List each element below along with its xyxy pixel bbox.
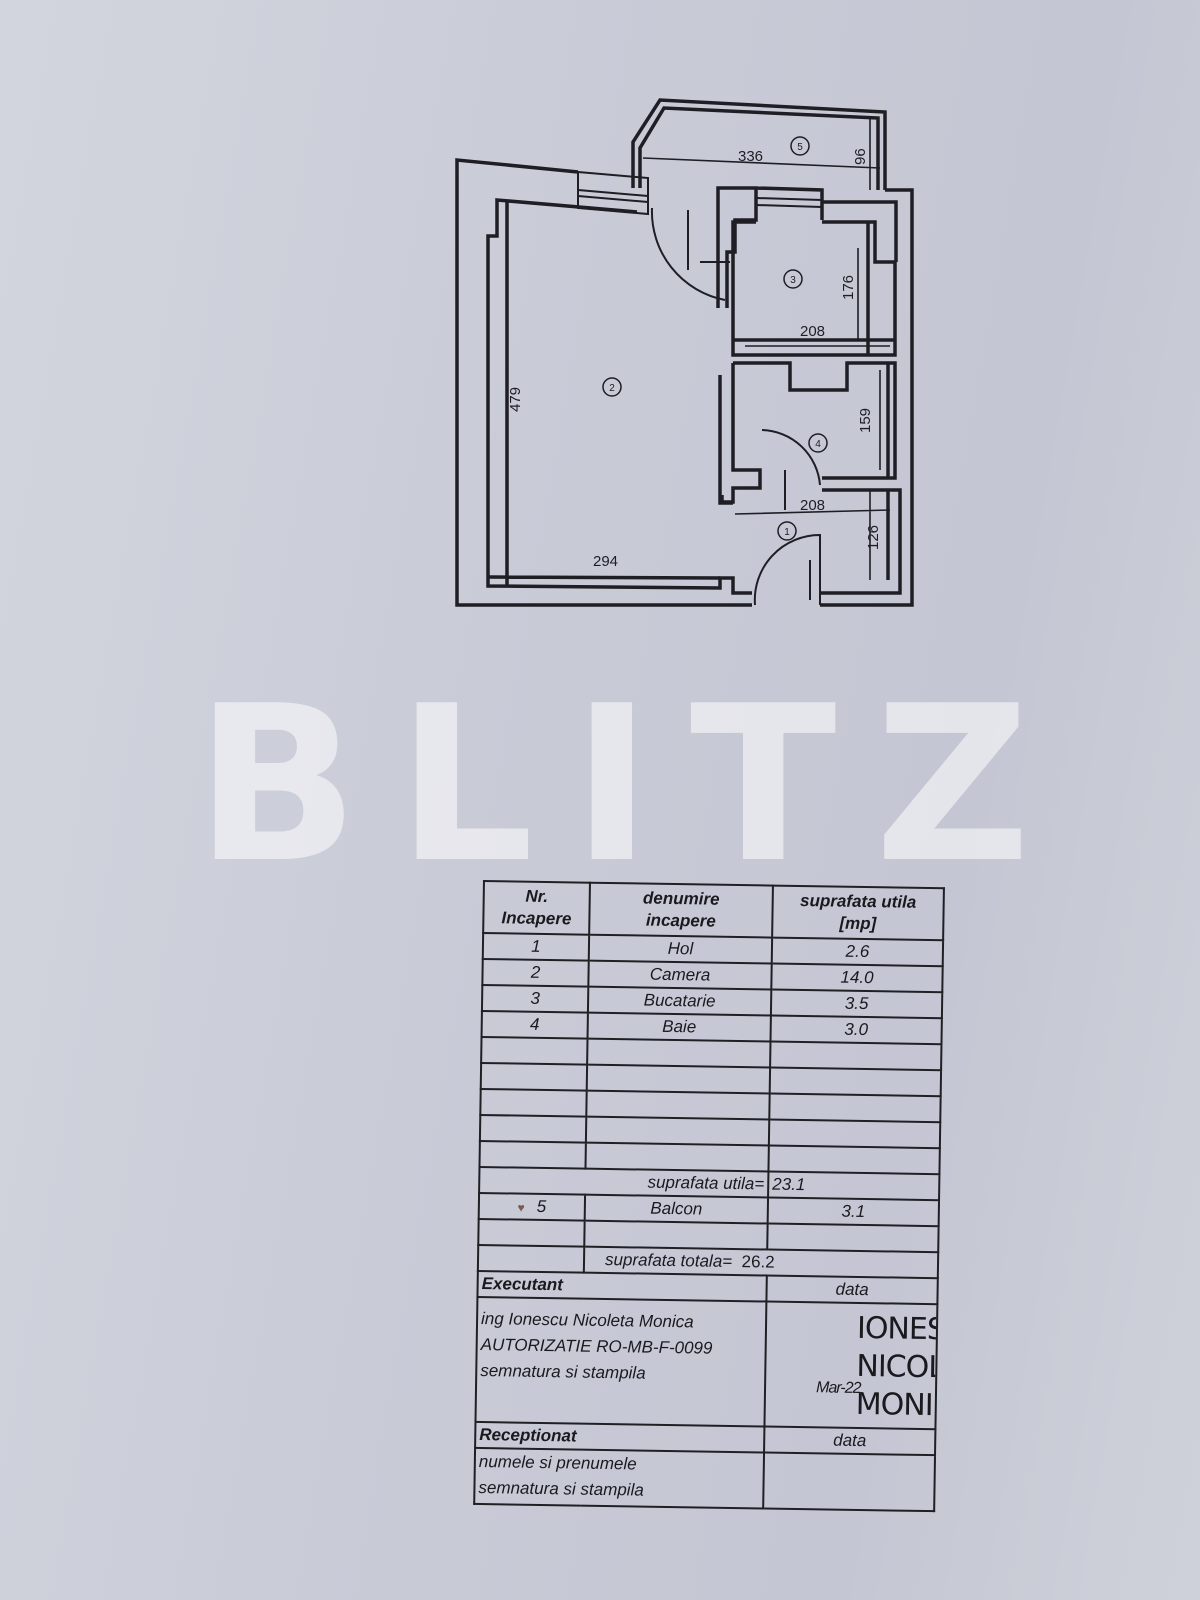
room-label-2: 2 [602, 377, 622, 397]
cell-area: 3.1 [767, 1197, 940, 1227]
room-label-1: 1 [777, 521, 797, 541]
svg-text:1: 1 [784, 527, 790, 538]
header-area: suprafata utila[mp] [772, 885, 944, 941]
cell-area: 3.5 [770, 989, 943, 1019]
outer-wall [455, 98, 914, 607]
kitchen-wall [716, 186, 898, 357]
room-label-5: 5 [790, 136, 810, 156]
dim-bath-height: 159 [857, 408, 874, 433]
receptionat-body: numele si prenumele semnatura si stampil… [474, 1447, 936, 1512]
svg-text:2: 2 [609, 383, 615, 394]
engineer-stamp: IONES NICOL MONI Mar-22 [815, 1310, 938, 1424]
dim-hall-width: 208 [800, 497, 825, 514]
door-room-2 [650, 207, 726, 301]
dim-room-height: 479 [507, 387, 524, 412]
room-label-3: 3 [783, 269, 803, 289]
dim-kitchen-height: 176 [840, 275, 857, 300]
blitz-watermark: BLITZ [195, 659, 1069, 910]
header-nr: Nr.Incapere [483, 881, 590, 935]
cell-name: Baie [587, 1012, 771, 1042]
door-bath [761, 429, 821, 486]
svg-text:3: 3 [790, 275, 796, 286]
cell-nr: 3 [481, 985, 589, 1013]
cell-name: Bucatarie [587, 986, 772, 1016]
dim-hall-height: 126 [865, 525, 882, 550]
dim-room-width: 294 [593, 553, 618, 570]
room-2-wall [486, 198, 902, 595]
balcony-inner-wall [638, 106, 880, 190]
window-kitchen [755, 197, 823, 208]
hall-wall [718, 375, 890, 580]
dim-balcony-width: 96 [852, 148, 869, 165]
receptionat-date-cell [763, 1452, 936, 1512]
executant-date-label: data [766, 1275, 938, 1305]
executant-body: ing Ionescu Nicoleta Monica AUTORIZATIE … [475, 1296, 938, 1430]
cell-area: 3.0 [770, 1015, 942, 1045]
cell-area: 14.0 [771, 963, 943, 993]
useful-area-value: 23.1 [768, 1171, 940, 1201]
cell-name: Camera [588, 960, 772, 990]
executant-details: ing Ionescu Nicoleta Monica AUTORIZATIE … [475, 1296, 767, 1427]
svg-text:5: 5 [797, 142, 803, 153]
cell-name: Balcon [584, 1194, 769, 1224]
room-label-4: 4 [808, 433, 828, 453]
svg-text:4: 4 [815, 439, 821, 450]
cell-area: 2.6 [771, 937, 944, 967]
receptionat-date-label: data [764, 1426, 936, 1456]
mark-icon: ♥ [517, 1200, 525, 1215]
window-room-2 [577, 171, 649, 216]
door-entrance [753, 533, 821, 606]
receptionat-details: numele si prenumele semnatura si stampil… [474, 1447, 765, 1509]
dim-balcony-length: 336 [738, 148, 763, 165]
executant-stamp-cell: IONES NICOL MONI Mar-22 [764, 1301, 938, 1430]
room-2-inner-line [487, 202, 721, 586]
executant-date: Mar-22 [815, 1379, 861, 1397]
cell-nr: 1 [482, 933, 590, 961]
cell-nr: 2 [482, 959, 589, 987]
cell-nr: 4 [481, 1010, 588, 1039]
cell-nr: ♥5 [478, 1192, 586, 1221]
dim-kitchen-width: 208 [800, 323, 825, 340]
cell-name: Hol [588, 934, 773, 964]
